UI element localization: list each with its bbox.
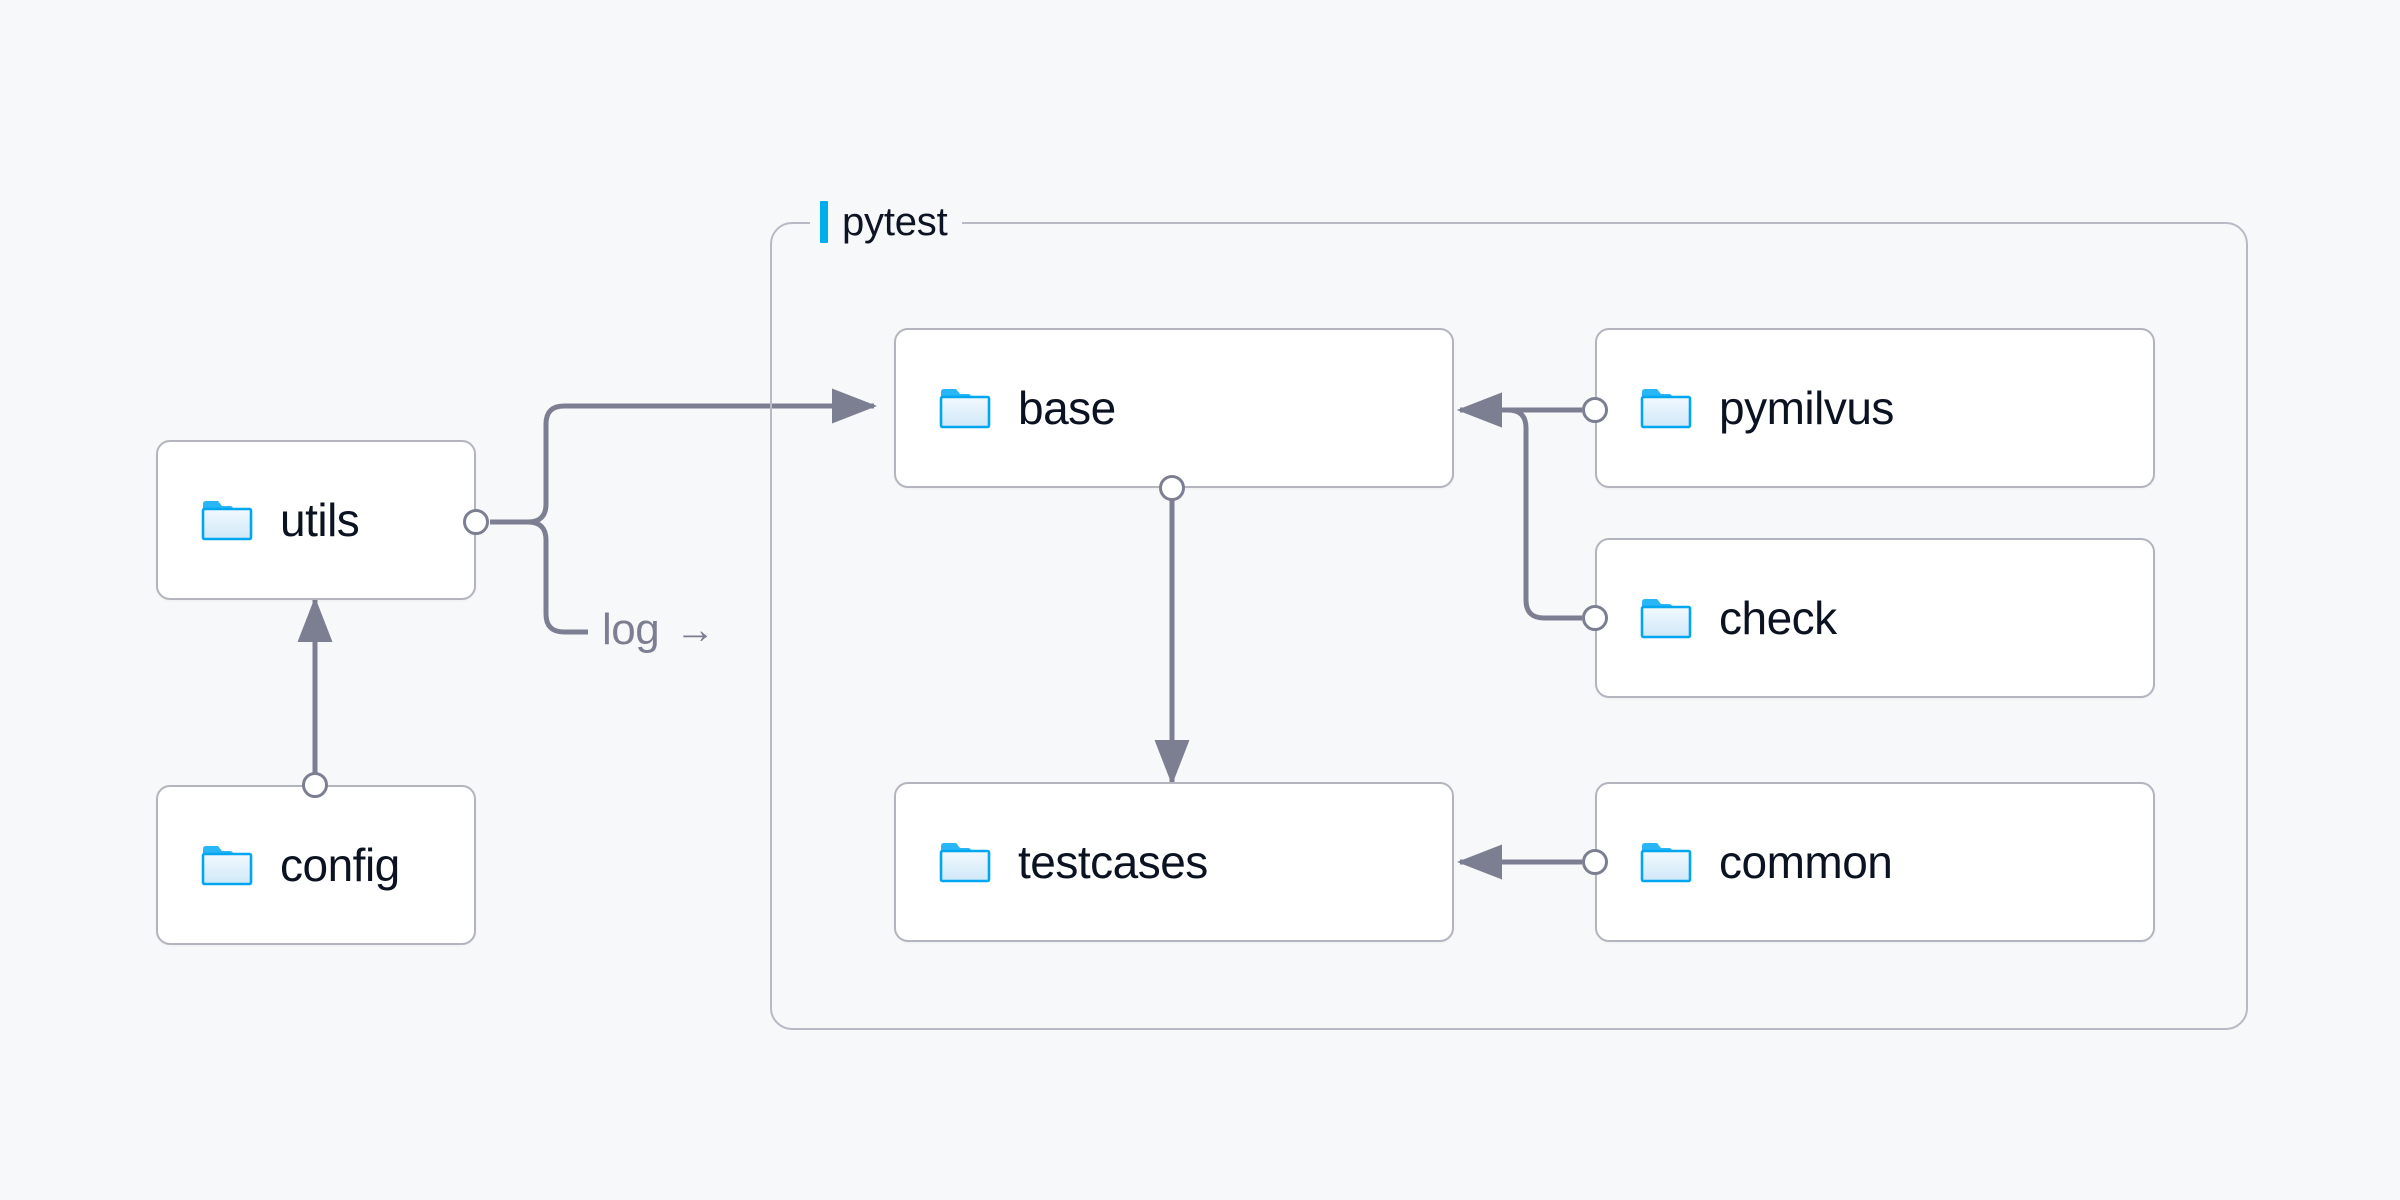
node-pymilvus-label: pymilvus (1719, 382, 1894, 434)
edge-label-log: log → (602, 608, 715, 652)
folder-icon (1640, 843, 1692, 883)
node-base-label: base (1018, 382, 1116, 434)
folder-icon (939, 389, 991, 429)
node-testcases-content: testcases (896, 839, 1208, 885)
port-base-bottom[interactable] (1159, 475, 1185, 501)
arrow-right-icon: → (675, 608, 715, 652)
port-check-left[interactable] (1582, 605, 1608, 631)
node-base-content: base (896, 385, 1116, 431)
node-common-label: common (1719, 836, 1893, 888)
node-utils-label: utils (280, 494, 360, 546)
group-pytest[interactable] (770, 222, 2248, 1030)
node-check[interactable]: check (1595, 538, 2155, 698)
node-common-content: common (1597, 836, 1893, 888)
folder-icon (1640, 389, 1692, 429)
folder-icon (201, 501, 253, 541)
port-pymilvus-left[interactable] (1582, 397, 1608, 423)
node-config[interactable]: config (156, 785, 476, 945)
edge-utils-to-log (490, 519, 588, 635)
node-pymilvus-content: pymilvus (1597, 385, 1894, 431)
group-pytest-label: pytest (810, 197, 962, 247)
port-config-top[interactable] (302, 772, 328, 798)
node-check-label: check (1719, 592, 1837, 644)
node-common[interactable]: common (1595, 782, 2155, 942)
node-config-label: config (280, 839, 400, 891)
node-base[interactable]: base (894, 328, 1454, 488)
node-testcases[interactable]: testcases (894, 782, 1454, 942)
node-utils-content: utils (158, 494, 360, 546)
node-pymilvus[interactable]: pymilvus (1595, 328, 2155, 488)
port-common-left[interactable] (1582, 849, 1608, 875)
folder-icon (939, 843, 991, 883)
group-pytest-label-text: pytest (842, 199, 948, 244)
node-utils[interactable]: utils (156, 440, 476, 600)
node-check-content: check (1597, 595, 1837, 641)
folder-icon (201, 846, 253, 886)
folder-icon (1640, 599, 1692, 639)
edge-label-log-text: log (602, 605, 660, 654)
node-config-content: config (158, 842, 400, 888)
port-utils-right[interactable] (463, 509, 489, 535)
node-testcases-label: testcases (1018, 836, 1208, 888)
accent-bar-icon (820, 201, 828, 243)
